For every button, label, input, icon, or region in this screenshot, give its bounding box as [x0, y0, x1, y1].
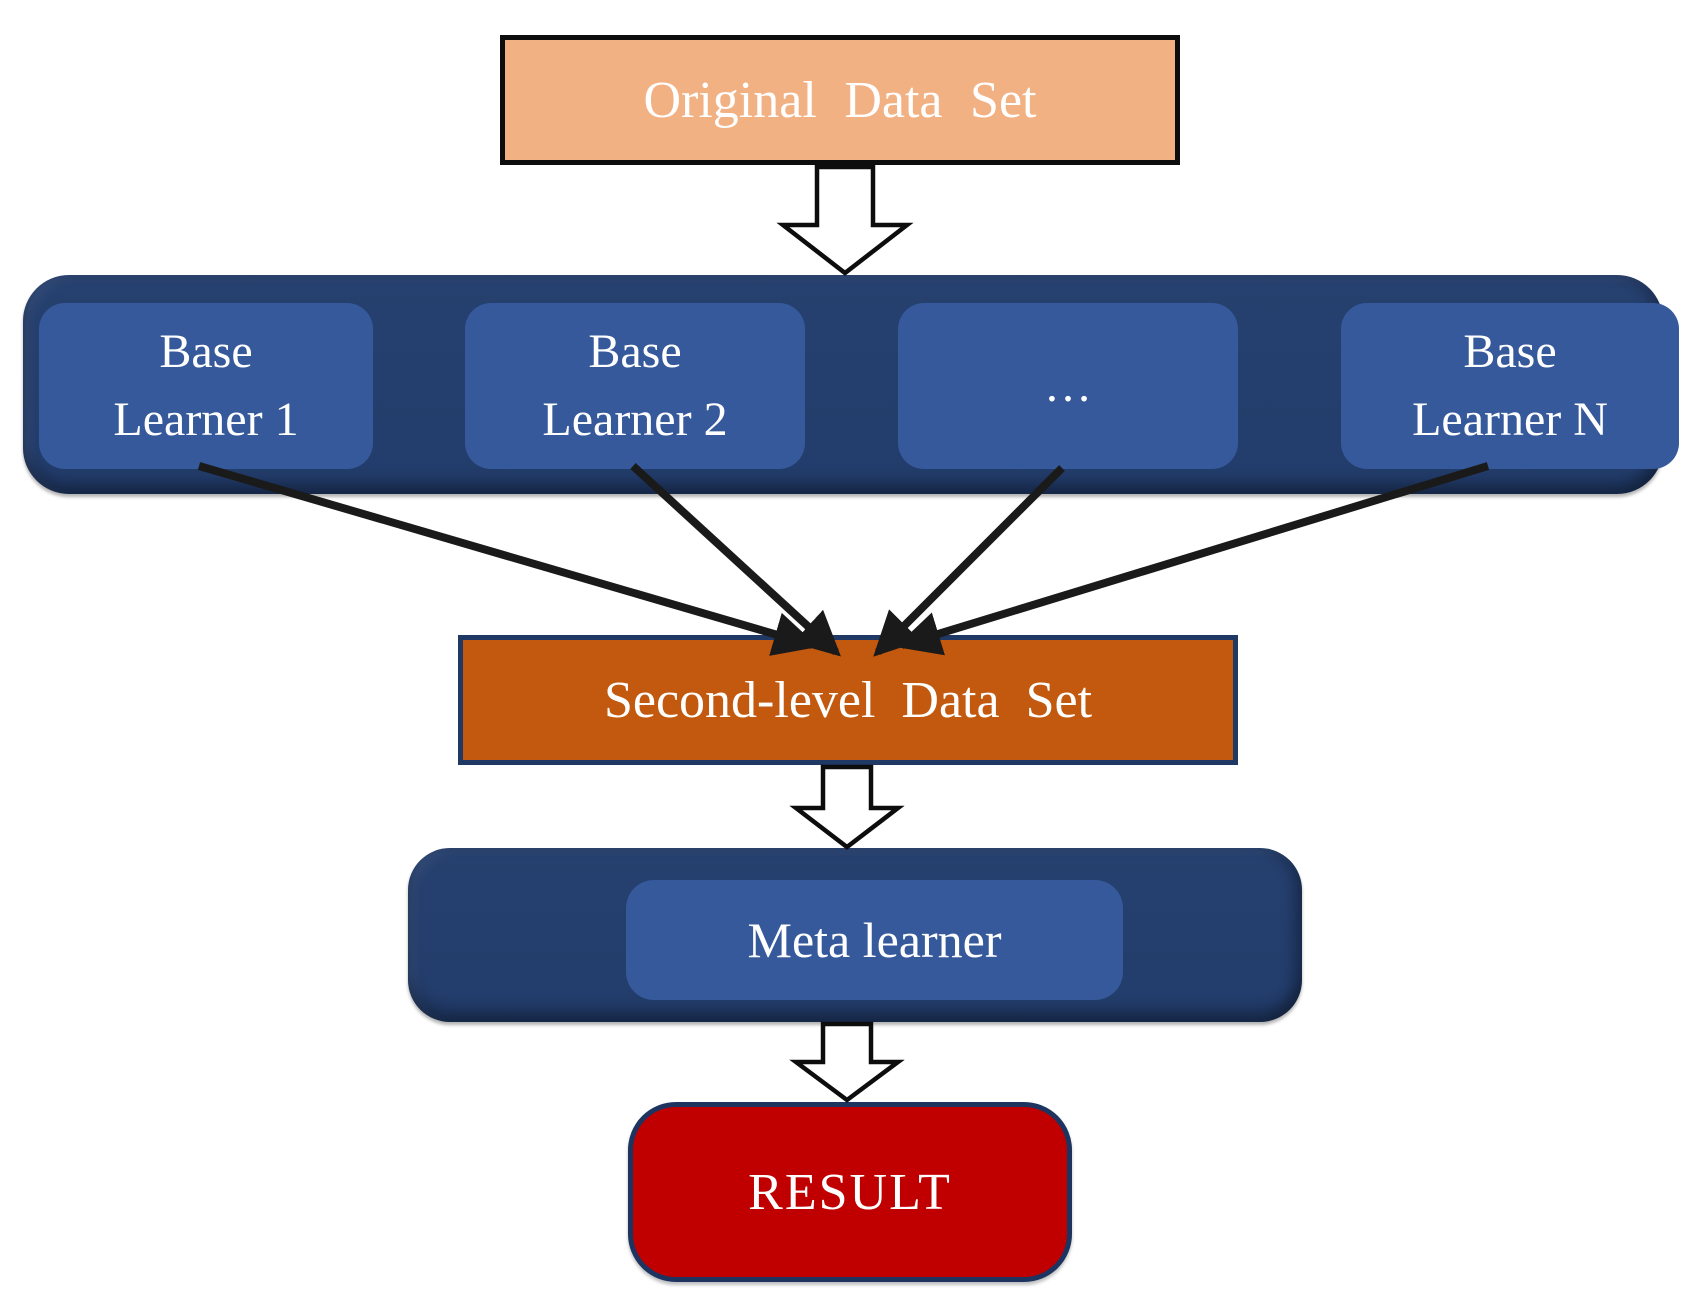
meta-learner-label: Meta learner	[747, 912, 1002, 968]
meta-learner-node: Meta learner	[626, 880, 1123, 1000]
base-learner-2-label: Base Learner 2	[542, 324, 728, 446]
second-level-dataset-node: Second-level Data Set	[458, 635, 1238, 765]
arrow-original-to-base	[776, 164, 914, 276]
original-dataset-node: Original Data Set	[500, 35, 1180, 165]
base-learner-n-label: Base Learner N	[1412, 324, 1608, 446]
meta-learner-container: Meta learner	[408, 848, 1302, 1022]
base-learner-2-node: Base Learner 2	[465, 303, 805, 469]
second-level-dataset-label: Second-level Data Set	[603, 671, 1093, 729]
base-learner-ellipsis-label: …	[1044, 358, 1092, 412]
arrow-meta-to-result	[789, 1021, 905, 1103]
base-learners-container: Base Learner 1 Base Learner 2 … Base Lea…	[23, 275, 1679, 494]
base-learner-n-node: Base Learner N	[1341, 303, 1679, 469]
original-dataset-label: Original Data Set	[643, 71, 1037, 129]
result-label: RESULT	[748, 1163, 952, 1221]
base-learner-1-label: Base Learner 1	[113, 324, 299, 446]
base-learner-1-node: Base Learner 1	[39, 303, 373, 469]
arrow-ellipsis-to-second-level	[873, 465, 1065, 657]
result-node: RESULT	[628, 1102, 1072, 1282]
arrow-second-level-to-meta	[789, 764, 905, 850]
base-learner-ellipsis-node: …	[898, 303, 1238, 469]
